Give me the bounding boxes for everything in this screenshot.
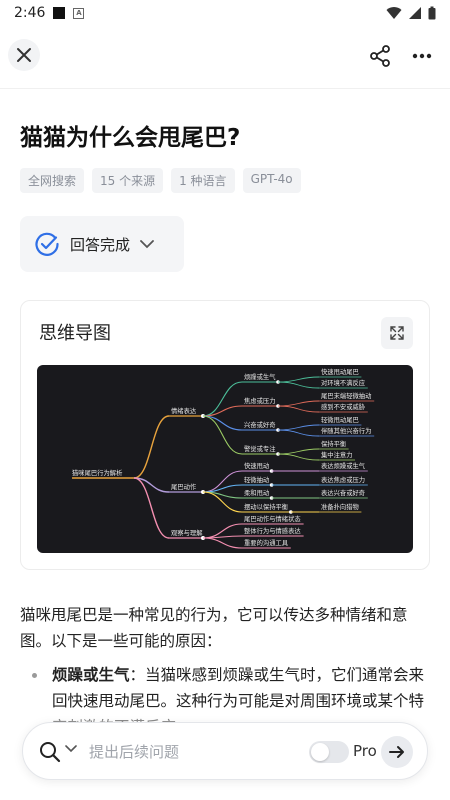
pro-toggle-knob — [311, 743, 329, 761]
mindmap-leaf-link — [277, 400, 320, 407]
mindmap-branch-label: 情绪表达 — [171, 406, 197, 415]
wifi-icon — [386, 7, 402, 20]
mindmap-canvas[interactable]: 猫咪尾巴行为解析 情绪表达 烦躁或生气 快速甩动尾巴对环境不满反应焦虑或压力 尾巴末端轻… — [37, 365, 413, 553]
mindmap-child-label: 烦躁或生气 — [244, 372, 276, 381]
bullet-keyword: 烦躁或生气 — [52, 666, 130, 684]
mindmap-leaf-label: 伴随其他兴奋行为 — [321, 426, 371, 435]
answer-status-label: 回答完成 — [70, 235, 131, 254]
mindmap-root-label: 猫咪尾巴行为解析 — [72, 468, 123, 477]
more-icon — [412, 53, 432, 59]
status-time: 2:46 — [14, 5, 46, 21]
mindmap-branch-link — [133, 415, 170, 479]
mindmap-leaf-label: 表达兴奋或好奇 — [321, 488, 365, 497]
tag-languages[interactable]: 1 种语言 — [171, 168, 235, 193]
mindmap-leaf-label: 尾巴末端轻微抽动 — [321, 391, 371, 400]
a-badge-icon: A — [73, 7, 85, 19]
send-button[interactable] — [381, 736, 413, 768]
mindmap-child-link — [202, 415, 243, 455]
pro-toggle[interactable] — [309, 741, 349, 763]
appbar-divider — [0, 88, 450, 89]
follow-up-input[interactable]: 提出后续问题 — [89, 743, 180, 761]
mindmap-leaf-label: 集中注意力 — [321, 450, 352, 459]
mindmap-child-label: 警觉或专注 — [244, 444, 276, 453]
battery-icon — [428, 6, 436, 20]
mindmap-branch-label: 尾巴动作 — [171, 482, 197, 491]
mindmap-title: 思维导图 — [39, 323, 111, 344]
search-icon[interactable] — [39, 741, 61, 763]
pro-label: Pro — [353, 742, 377, 760]
mindmap-leaf-label: 快速甩动尾巴 — [321, 367, 359, 376]
share-icon — [370, 45, 390, 67]
tag-search-scope[interactable]: 全网搜索 — [20, 168, 85, 193]
chevron-down-icon[interactable] — [65, 745, 77, 753]
mindmap-leaf-label: 表达烦躁或生气 — [321, 461, 366, 470]
mindmap-child-label: 整体行为与情感表达 — [244, 526, 301, 535]
status-bar: 2:46 A — [0, 0, 450, 26]
source-tags: 全网搜索 15 个来源 1 种语言 GPT-4o — [20, 168, 301, 193]
mindmap-leaf-link — [277, 405, 320, 413]
mindmap-leaf-label: 轻微甩动尾巴 — [321, 415, 359, 424]
mindmap-child-label: 柔和甩动 — [244, 488, 269, 497]
mindmap-child-label: 轻微抽动 — [244, 475, 269, 484]
signal-icon — [409, 7, 421, 19]
mindmap-leaf-label: 表达焦虑或压力 — [321, 475, 365, 484]
mindmap-leaf-label: 对环境不满反应 — [321, 378, 366, 387]
mindmap-child-link — [202, 415, 243, 431]
mindmap-child-node — [289, 510, 293, 514]
mindmap-child-label: 尾巴动作与情绪状态 — [244, 514, 301, 523]
expand-icon — [390, 326, 404, 340]
mindmap-branch-link — [133, 477, 170, 539]
mindmap-leaf-label: 准备扑向猎物 — [321, 502, 359, 511]
mindmap-leaf-link — [277, 429, 320, 437]
share-button[interactable] — [366, 42, 394, 70]
mindmap-child-link — [202, 537, 243, 549]
answer-status-toggle[interactable]: 回答完成 — [20, 216, 184, 272]
mindmap-child-label: 兴奋或好奇 — [244, 420, 275, 429]
mindmap-leaf-link — [277, 376, 320, 383]
mindmap-leaf-link — [277, 381, 320, 389]
question-title: 猫猫为什么会甩尾巴? — [20, 125, 241, 151]
mindmap-child-label: 焦虑或压力 — [244, 396, 275, 405]
mindmap-child-label: 重要的沟通工具 — [244, 538, 289, 547]
check-circle-icon — [35, 232, 59, 256]
mindmap-leaf-label: 感到不安或威胁 — [321, 402, 366, 411]
mindmap-branch-label: 观察与理解 — [171, 528, 203, 537]
mindmap-expand-button[interactable] — [381, 317, 413, 349]
mindmap-leaf-label: 保持平衡 — [321, 439, 347, 448]
follow-up-input-bar: 提出后续问题 Pro — [22, 722, 428, 780]
mindmap-child-label: 快速甩动 — [244, 461, 269, 470]
notification-square-icon — [53, 7, 66, 19]
mindmap-child-label: 摆动以保持平衡 — [244, 502, 289, 511]
answer-intro: 猫咪甩尾巴是一种常见的行为，它可以传达多种情绪和意图。以下是一些可能的原因： — [20, 606, 408, 650]
close-icon — [17, 48, 31, 62]
mindmap-leaf-link — [277, 424, 320, 431]
mindmap-leaf-link — [277, 448, 320, 455]
mindmap-child-link — [202, 491, 243, 513]
tag-model[interactable]: GPT-4o — [242, 168, 301, 193]
chevron-down-icon — [140, 239, 154, 248]
tag-sources[interactable]: 15 个来源 — [92, 168, 164, 193]
close-button[interactable] — [8, 39, 40, 71]
mindmap-card: 思维导图 猫咪尾巴行为解析 情绪表达 烦躁或生气 快速甩动尾巴对环境不满反应焦虑或压力… — [20, 300, 430, 570]
mindmap-child-link — [202, 381, 243, 417]
arrow-right-icon — [389, 746, 404, 758]
more-button[interactable] — [408, 42, 436, 70]
app-bar — [0, 36, 450, 76]
mindmap-leaf-link — [277, 453, 320, 461]
bullet-dot — [32, 673, 37, 678]
